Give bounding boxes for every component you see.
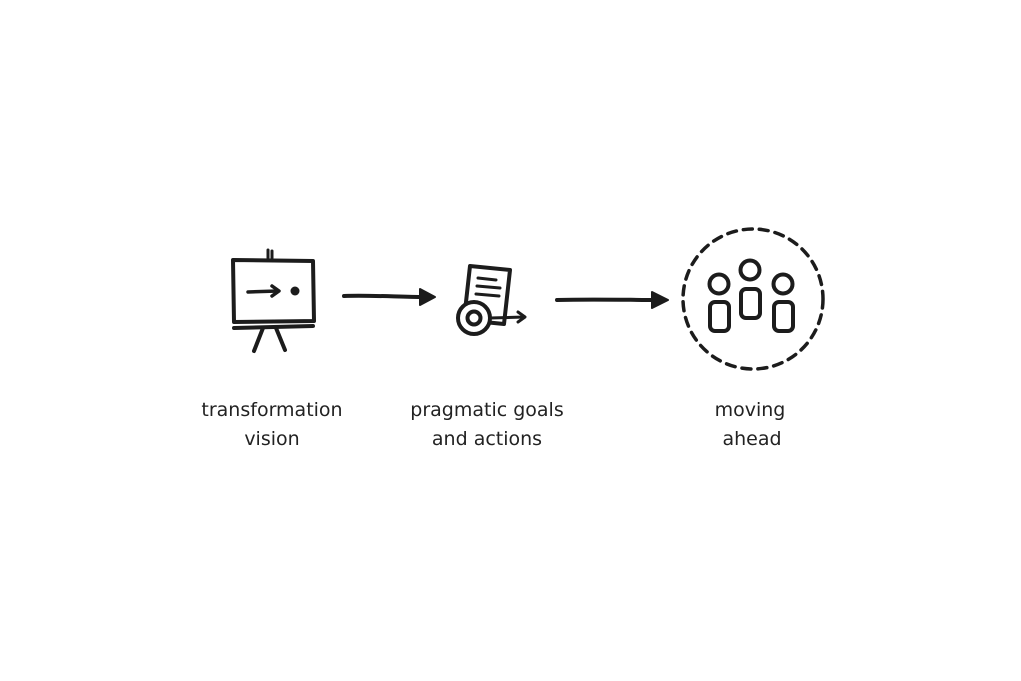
arrow-right-icon [552, 287, 674, 313]
person-icon [738, 258, 762, 282]
person-body [708, 300, 731, 333]
team-circle-icon [678, 226, 828, 374]
step-label-line: vision [244, 428, 300, 450]
step-label-line: ahead [722, 428, 782, 450]
person-body [772, 300, 795, 333]
step-label-line: moving [714, 399, 786, 421]
step-label-transformation-vision: transformation vision [187, 396, 357, 454]
person-icon [707, 272, 731, 296]
step-label-line: pragmatic goals [410, 399, 564, 421]
person-body [739, 287, 762, 320]
step-label-line: transformation [201, 399, 343, 421]
step-label-moving-ahead: moving ahead [680, 396, 820, 454]
arrow-right-icon [340, 284, 440, 310]
easel-presentation-icon [222, 246, 322, 358]
step-label-pragmatic-goals: pragmatic goals and actions [397, 396, 577, 454]
person-icon [771, 272, 795, 296]
document-target-icon [450, 262, 534, 342]
step-label-line: and actions [431, 428, 543, 450]
